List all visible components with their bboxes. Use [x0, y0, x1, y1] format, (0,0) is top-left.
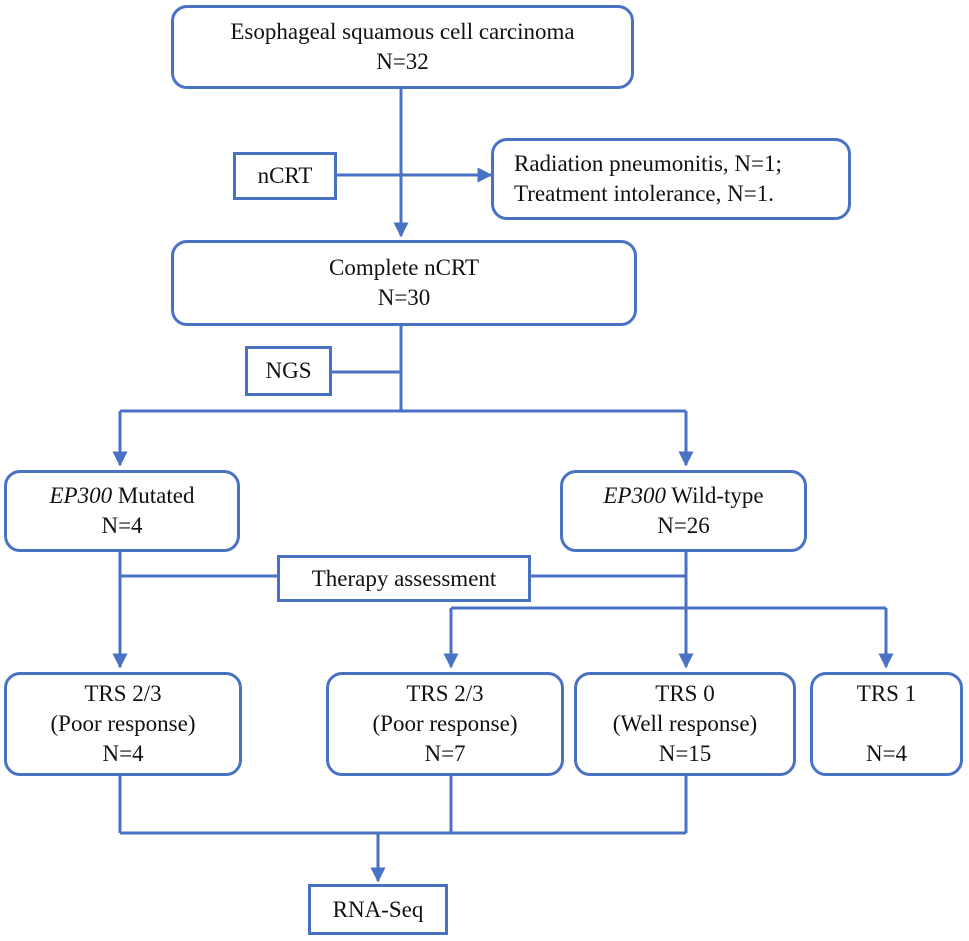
box-therapy-assessment: Therapy assessment: [277, 555, 531, 602]
mut-trs23-count: N=4: [102, 741, 144, 766]
ep300-mutated-title: EP300 Mutated: [49, 481, 194, 511]
box-wt-trs1: TRS 1 N=4: [810, 672, 963, 776]
ngs-label-text: NGS: [265, 358, 312, 383]
wt-trs1-title: TRS 1: [856, 681, 917, 706]
box-rna-seq: RNA-Seq: [308, 884, 448, 935]
ep300-wildtype-count: N=26: [657, 513, 710, 538]
ep300-mutated-suffix: Mutated: [112, 483, 195, 508]
box-wt-trs23: TRS 2/3 (Poor response) N=7: [326, 672, 564, 776]
wt-trs23-title: TRS 2/3: [406, 681, 484, 706]
rna-seq-text: RNA-Seq: [332, 896, 424, 922]
wt-trs1-count: N=4: [865, 741, 908, 766]
box-esophageal-carcinoma: Esophageal squamous cell carcinoma N=32: [171, 5, 634, 89]
complete-ncrt-count: N=30: [377, 285, 431, 310]
wt-trs0-response: (Well response): [612, 711, 758, 736]
wt-trs0-title: TRS 0: [655, 681, 715, 706]
box-ep300-wildtype: EP300 Wild-type N=26: [560, 470, 807, 552]
ep300-wildtype-title: EP300 Wild-type: [603, 481, 763, 511]
excluded-line-1: Radiation pneumonitis, N=1;: [514, 151, 782, 176]
box-excluded-patients: Radiation pneumonitis, N=1; Treatment in…: [491, 138, 851, 220]
ep300-mutated-gene: EP300: [49, 483, 113, 508]
ep300-wildtype-gene: EP300: [603, 483, 666, 508]
esophageal-count: N=32: [376, 49, 429, 74]
wt-trs23-response: (Poor response): [372, 711, 518, 736]
ncrt-label-text: nCRT: [257, 163, 313, 188]
box-wt-trs0: TRS 0 (Well response) N=15: [574, 672, 796, 776]
wt-trs23-count: N=7: [424, 741, 466, 766]
wt-trs0-count: N=15: [658, 741, 712, 766]
mut-trs23-title: TRS 2/3: [84, 681, 162, 706]
mut-trs23-response: (Poor response): [50, 711, 196, 736]
box-ncrt-label: nCRT: [233, 152, 337, 200]
excluded-line-2: Treatment intolerance, N=1.: [514, 181, 774, 206]
ep300-wildtype-suffix: Wild-type: [665, 483, 764, 508]
therapy-assessment-text: Therapy assessment: [311, 565, 497, 591]
esophageal-title: Esophageal squamous cell carcinoma: [230, 19, 575, 44]
box-ngs-label: NGS: [245, 346, 332, 396]
box-mut-trs23: TRS 2/3 (Poor response) N=4: [4, 672, 242, 776]
box-complete-ncrt: Complete nCRT N=30: [171, 240, 637, 326]
box-ep300-mutated: EP300 Mutated N=4: [4, 470, 240, 552]
ep300-mutated-count: N=4: [101, 513, 143, 538]
complete-ncrt-title: Complete nCRT: [328, 255, 480, 280]
